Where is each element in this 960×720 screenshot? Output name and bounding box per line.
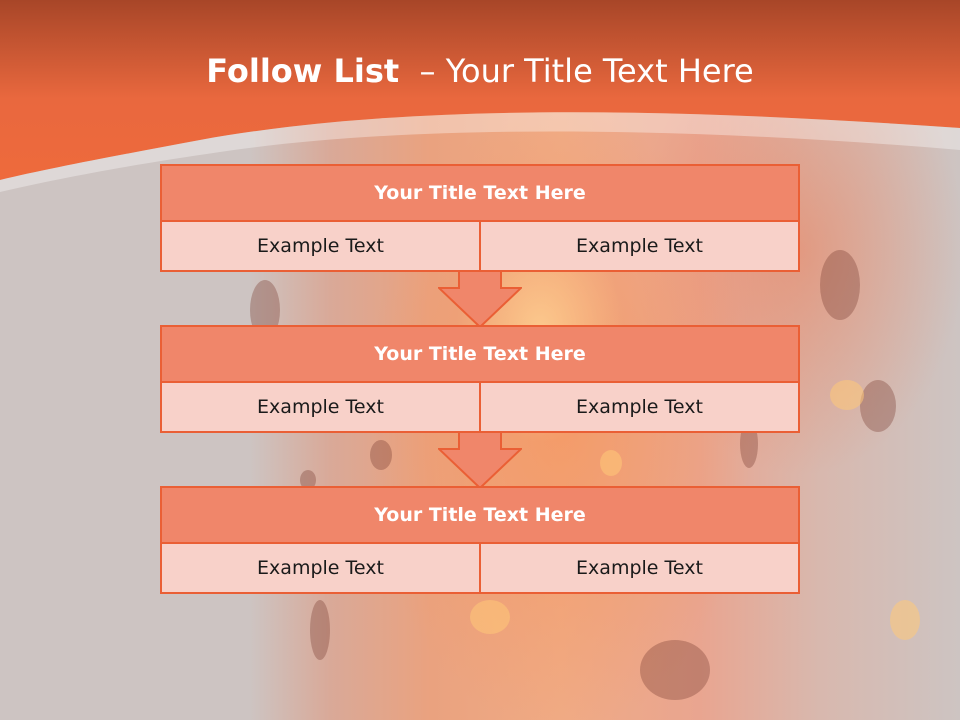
title-bold-part: Follow List (206, 52, 400, 90)
title-rest-part: – Your Title Text Here (399, 52, 754, 90)
step-right-text: Example Text (479, 383, 798, 431)
water-drop (300, 470, 316, 490)
step-right-text: Example Text (479, 544, 798, 592)
water-drop (860, 380, 896, 432)
step-row: Example Text Example Text (162, 222, 798, 270)
step-box-1: Your Title Text Here Example Text Exampl… (160, 164, 800, 272)
step-row: Example Text Example Text (162, 544, 798, 592)
step-box-2: Your Title Text Here Example Text Exampl… (160, 325, 800, 433)
step-left-text: Example Text (257, 557, 384, 579)
step-right-text: Example Text (479, 222, 798, 270)
water-drop (370, 440, 392, 470)
water-drop (830, 380, 864, 410)
step-title: Your Title Text Here (162, 166, 798, 222)
slide-title: Follow List – Your Title Text Here (0, 52, 960, 90)
step-left-text: Example Text (257, 396, 384, 418)
step-left-text: Example Text (257, 235, 384, 257)
step-title: Your Title Text Here (162, 488, 798, 544)
water-drop (890, 600, 920, 640)
water-drop (600, 450, 622, 476)
water-drop (640, 640, 710, 700)
down-arrow-icon (438, 431, 522, 489)
header-band (0, 0, 960, 192)
water-drop (310, 600, 330, 660)
down-arrow-icon (438, 270, 522, 328)
step-row: Example Text Example Text (162, 383, 798, 431)
water-drop (820, 250, 860, 320)
step-title: Your Title Text Here (162, 327, 798, 383)
water-drop (470, 600, 510, 634)
step-box-3: Your Title Text Here Example Text Exampl… (160, 486, 800, 594)
